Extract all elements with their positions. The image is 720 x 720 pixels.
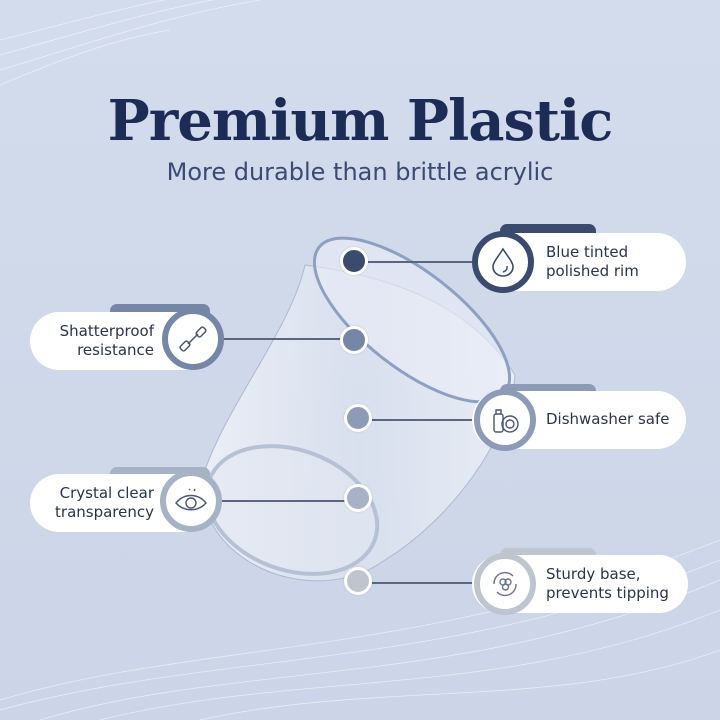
connector-line xyxy=(222,500,346,502)
connector-line xyxy=(222,338,342,340)
feature-label: Dishwasher safe xyxy=(546,410,670,429)
callout-dot xyxy=(340,326,368,354)
callout-dot xyxy=(344,484,372,512)
connector-line xyxy=(368,261,478,263)
connector-line xyxy=(372,582,478,584)
page-title: Premium Plastic xyxy=(107,88,614,154)
connector-line xyxy=(372,419,478,421)
callout-dot xyxy=(344,567,372,595)
rotate-balance-icon xyxy=(474,553,536,615)
water-drop-icon xyxy=(472,231,534,293)
eye-icon xyxy=(160,470,222,532)
callout-dot xyxy=(340,247,368,275)
dish-soap-icon xyxy=(474,389,536,451)
page-subtitle: More durable than brittle acrylic xyxy=(166,158,554,186)
dumbbell-icon xyxy=(162,308,224,370)
callout-dot xyxy=(344,404,372,432)
feature-label: Sturdy base,prevents tipping xyxy=(546,564,669,603)
